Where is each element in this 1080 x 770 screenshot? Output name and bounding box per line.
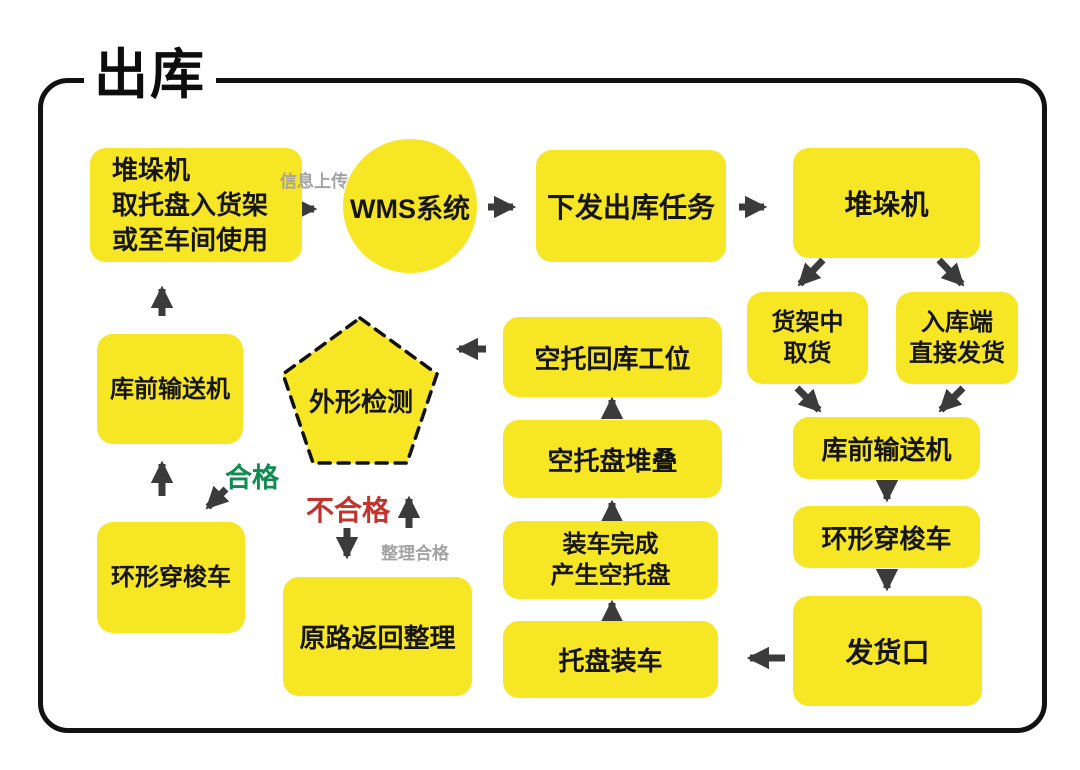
- node-conveyor-right: 库前输送机: [793, 417, 980, 479]
- node-stacker: 堆垛机: [793, 148, 980, 258]
- node-empty-return-station: 空托回库工位: [503, 317, 722, 397]
- node-stacker-pick: 堆垛机 取托盘入货架 或至车间使用: [90, 148, 302, 262]
- label-unqualified: 不合格: [306, 495, 391, 526]
- node-return-tidy: 原路返回整理: [283, 577, 472, 696]
- diagram-border: [38, 78, 1047, 733]
- label-tidy-qualified: 整理合格: [381, 544, 449, 563]
- node-wms-system: WMS系统: [343, 139, 477, 273]
- node-rack-pick: 货架中 取货: [747, 292, 868, 384]
- label-qualified: 合格: [225, 463, 279, 493]
- node-ship-port: 发货口: [793, 596, 982, 706]
- shape-check-label: 外形检测: [308, 387, 413, 417]
- node-dispatch-task: 下发出库任务: [536, 150, 726, 262]
- page-title: 出库: [84, 45, 216, 106]
- shape-check-pentagon: [276, 310, 446, 472]
- node-shuttle-right: 环形穿梭车: [793, 506, 980, 568]
- node-loading-done: 装车完成 产生空托盘: [503, 521, 718, 599]
- node-empty-pallet-stack: 空托盘堆叠: [503, 420, 722, 498]
- node-pallet-loading: 托盘装车: [503, 621, 718, 698]
- node-direct-ship: 入库端 直接发货: [896, 292, 1018, 384]
- node-conveyor-left: 库前输送机: [97, 334, 243, 444]
- label-info-upload: 信息上传: [280, 172, 348, 191]
- node-shuttle-left: 环形穿梭车: [97, 522, 245, 633]
